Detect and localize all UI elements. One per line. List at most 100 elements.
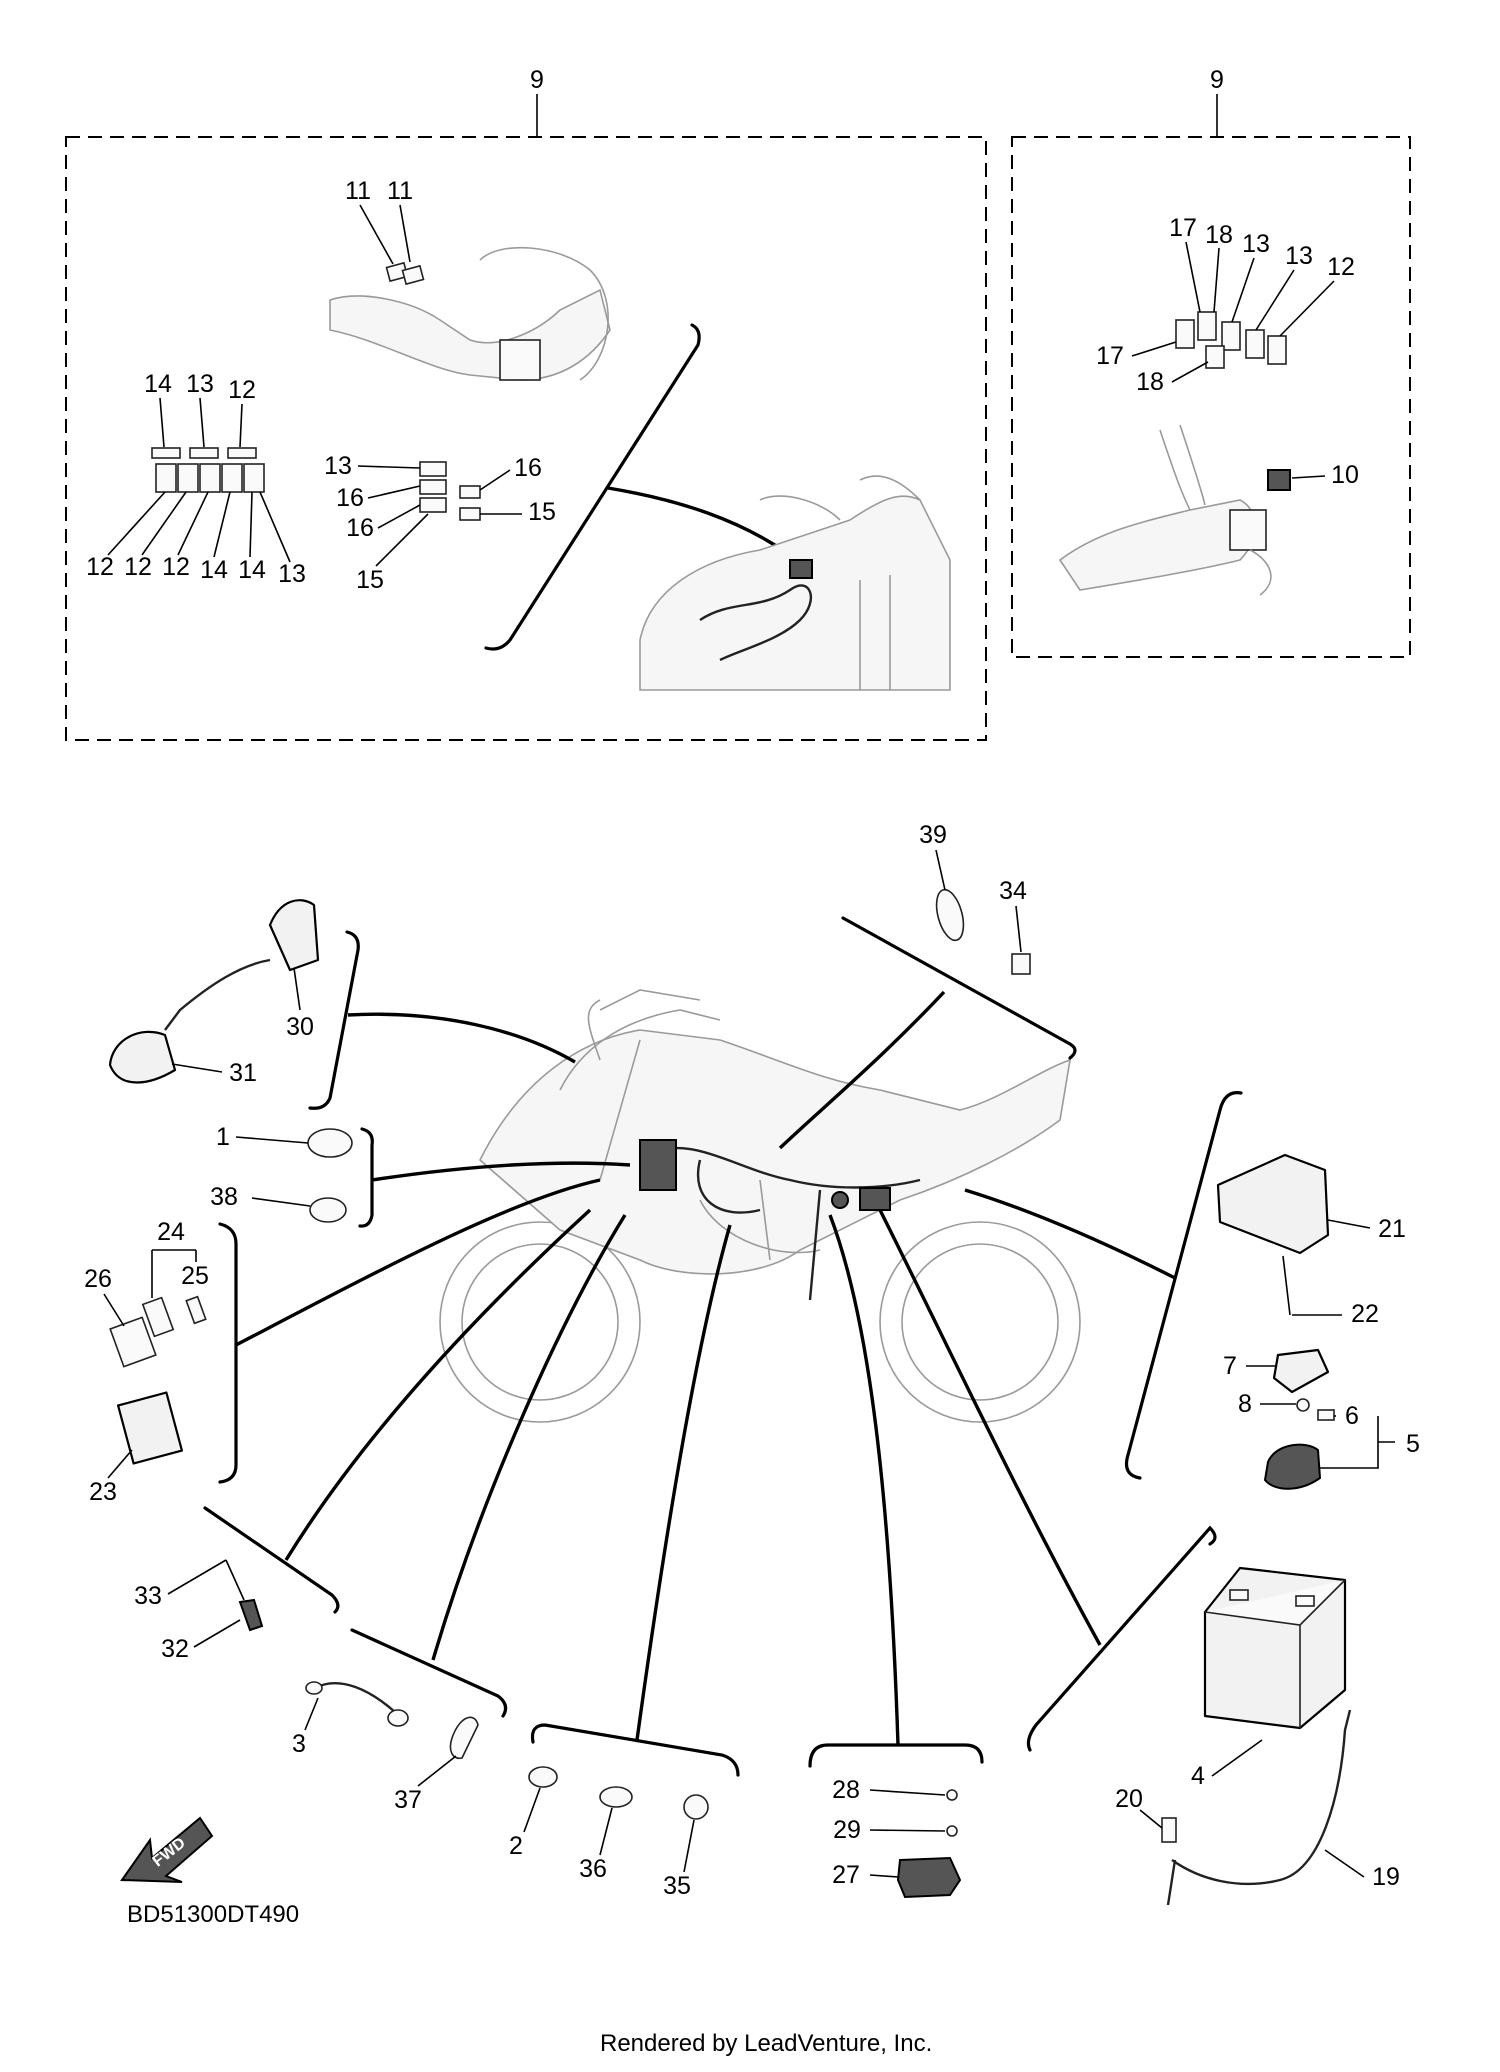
leader-14-top [159, 397, 165, 448]
callout-14-b1[interactable]: 14 [200, 556, 228, 584]
part-4-terminal-a [1229, 1589, 1249, 1601]
bike-engine-line [699, 1179, 821, 1261]
callout-9-right[interactable]: 9 [1210, 66, 1224, 94]
callout-12-top[interactable]: 12 [228, 376, 256, 404]
leader-18a [1213, 247, 1220, 313]
callout-36[interactable]: 36 [579, 1855, 607, 1883]
callout-12-b3[interactable]: 12 [162, 553, 190, 581]
part-29-washer [946, 1825, 958, 1837]
callout-20[interactable]: 20 [1115, 1785, 1143, 1813]
callout-26[interactable]: 26 [84, 1265, 112, 1293]
callout-6[interactable]: 6 [1345, 1402, 1359, 1430]
callout-14-top[interactable]: 14 [144, 370, 172, 398]
bracket-battery [1026, 1525, 1217, 1752]
callout-38[interactable]: 38 [210, 1183, 238, 1211]
callout-32[interactable]: 32 [161, 1635, 189, 1663]
callout-18a[interactable]: 18 [1205, 221, 1233, 249]
callout-21[interactable]: 21 [1378, 1215, 1406, 1243]
callout-19[interactable]: 19 [1372, 1863, 1400, 1891]
callout-17a[interactable]: 17 [1169, 214, 1197, 242]
callout-1[interactable]: 1 [216, 1123, 230, 1151]
callout-10[interactable]: 10 [1331, 461, 1359, 489]
callout-14-b2[interactable]: 14 [238, 556, 266, 584]
part-10-relay [1267, 469, 1291, 491]
callout-13r2[interactable]: 13 [1285, 242, 1313, 270]
callout-11a[interactable]: 11 [345, 177, 371, 205]
bike-mirror [587, 999, 601, 1061]
fuse-r2 [1197, 311, 1217, 341]
leader-35 [683, 1819, 695, 1873]
callout-9-left[interactable]: 9 [530, 66, 544, 94]
callout-35[interactable]: 35 [663, 1872, 691, 1900]
leader-1 [235, 1136, 309, 1144]
group-39-34: 39 34 [778, 821, 1077, 1150]
arrow-23-26 [235, 1178, 601, 1347]
callout-16-m1[interactable]: 16 [336, 484, 364, 512]
fuse-1 [155, 463, 177, 493]
callout-13-m[interactable]: 13 [324, 452, 352, 480]
callout-13-b[interactable]: 13 [278, 560, 306, 588]
callout-2[interactable]: 2 [509, 1832, 523, 1860]
callout-39[interactable]: 39 [919, 821, 947, 849]
part-bike-front-section [639, 475, 951, 691]
callout-13r1[interactable]: 13 [1242, 230, 1270, 258]
callout-11b[interactable]: 11 [387, 177, 413, 205]
callout-7[interactable]: 7 [1223, 1352, 1237, 1380]
bracket-30-31 [308, 930, 360, 1110]
callout-25[interactable]: 25 [181, 1262, 209, 1290]
part-4-terminal-b [1295, 1595, 1315, 1607]
callout-37[interactable]: 37 [394, 1786, 422, 1814]
callout-24[interactable]: 24 [157, 1218, 185, 1246]
part-1-band [307, 1128, 353, 1158]
bike-front-connector [789, 559, 813, 579]
leader-15-m2 [375, 513, 429, 567]
callout-29[interactable]: 29 [833, 1816, 861, 1844]
callout-30[interactable]: 30 [286, 1013, 314, 1041]
leader-16-m2 [377, 504, 421, 529]
leader-30 [293, 967, 301, 1011]
leader-11a [359, 204, 394, 265]
leader-13r1 [1231, 257, 1255, 323]
callout-23[interactable]: 23 [89, 1478, 117, 1506]
callout-16-m2[interactable]: 16 [346, 514, 374, 542]
callout-13-top[interactable]: 13 [186, 370, 214, 398]
callout-28[interactable]: 28 [832, 1776, 860, 1804]
callout-8[interactable]: 8 [1238, 1390, 1252, 1418]
leader-16-m3 [479, 469, 511, 491]
callout-27[interactable]: 27 [832, 1861, 860, 1889]
part-3-connector [387, 1709, 409, 1727]
part-6-terminal [1317, 1409, 1335, 1421]
fuse-top-3 [227, 447, 257, 459]
fuse-m3 [419, 497, 447, 513]
main-harness-relay-block [859, 1187, 891, 1211]
callout-15-m1[interactable]: 15 [528, 498, 556, 526]
callout-22[interactable]: 22 [1351, 1300, 1379, 1328]
callout-34[interactable]: 34 [999, 877, 1027, 905]
callout-31[interactable]: 31 [229, 1059, 257, 1087]
part-23-unit [116, 1391, 184, 1465]
leader-14-b1 [213, 491, 231, 558]
arrow-39-34 [778, 990, 946, 1150]
callout-18b[interactable]: 18 [1136, 368, 1164, 396]
leader-32 [193, 1619, 241, 1648]
bracket-39-34 [841, 916, 1077, 1060]
part-31-plug [108, 1030, 177, 1084]
diagram-code: BD51300DT490 [127, 1901, 300, 1928]
callout-4[interactable]: 4 [1191, 1762, 1205, 1790]
callout-12-b2[interactable]: 12 [124, 553, 152, 581]
callout-12r[interactable]: 12 [1327, 253, 1355, 281]
callout-3[interactable]: 3 [292, 1730, 306, 1758]
callout-17b[interactable]: 17 [1096, 342, 1124, 370]
callout-33[interactable]: 33 [134, 1582, 162, 1610]
leader-20 [1139, 1809, 1163, 1829]
callout-16-m3[interactable]: 16 [514, 454, 542, 482]
callout-12-b1[interactable]: 12 [86, 553, 114, 581]
detail-box-right-border [1011, 136, 1411, 658]
arrow-30-31 [347, 1012, 576, 1064]
callout-5[interactable]: 5 [1406, 1430, 1420, 1458]
leader-13-m [357, 465, 421, 469]
bike-front-wiring [699, 584, 812, 662]
arrow-27-28-29 [828, 1214, 900, 1746]
part-27-relay-box [896, 1856, 962, 1899]
callout-15-m2[interactable]: 15 [356, 566, 384, 594]
